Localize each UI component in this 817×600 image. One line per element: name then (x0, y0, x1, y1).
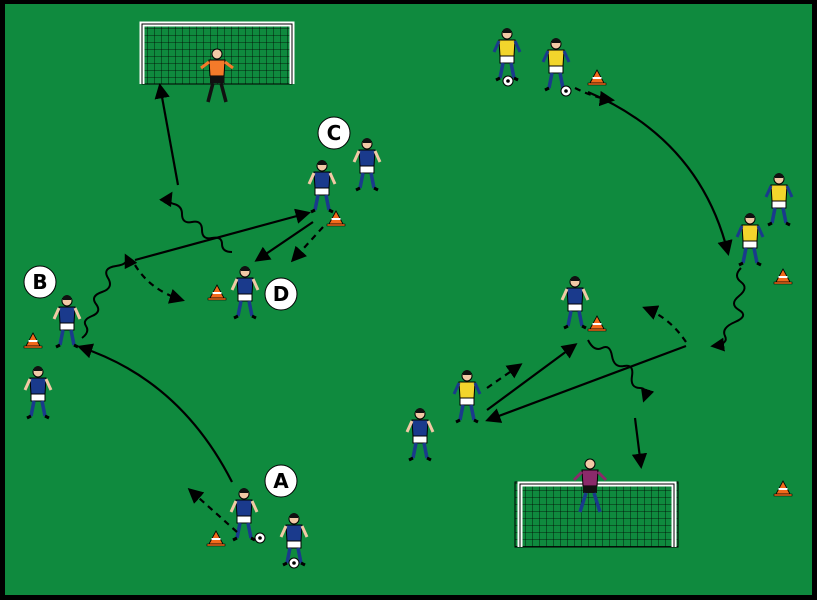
run-arrows (134, 87, 687, 533)
ball-top-2 (560, 85, 572, 97)
label-a-text: A (273, 469, 289, 493)
ball-defender-a (288, 557, 300, 569)
label-d: D (264, 277, 298, 311)
label-a: A (264, 464, 298, 498)
ball-top-1 (502, 75, 514, 87)
goal-bottom (514, 481, 679, 548)
pass-arrows (77, 82, 733, 483)
goalkeeper-top (200, 48, 234, 103)
label-c-text: C (327, 121, 342, 145)
pitch-grass (5, 4, 812, 595)
dribble-paths (81, 191, 746, 403)
ball-a (254, 532, 266, 544)
goalkeeper-bottom (572, 458, 608, 513)
label-b-text: B (32, 270, 47, 294)
label-d-text: D (273, 282, 290, 306)
label-c: C (317, 116, 351, 150)
label-b: B (23, 265, 57, 299)
